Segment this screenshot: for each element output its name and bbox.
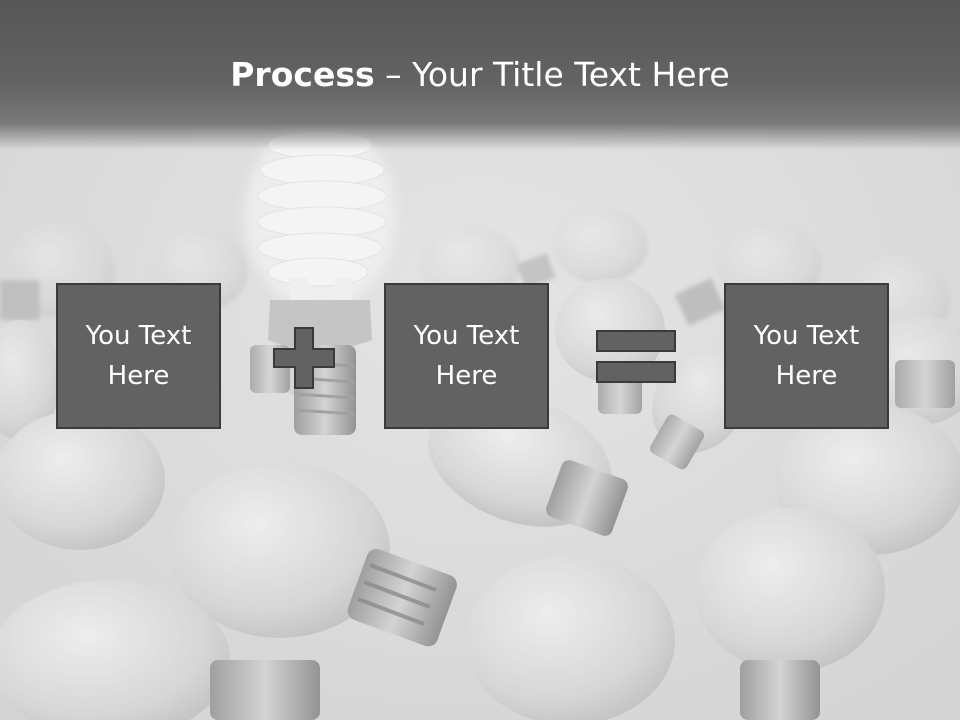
equals-icon (596, 330, 676, 383)
plus-icon (273, 327, 335, 389)
process-step-text-1: You Text Here (85, 321, 192, 391)
process-step-text-2: You Text Here (413, 321, 520, 391)
title-strong: Process (230, 55, 375, 94)
title-rest: – Your Title Text Here (374, 55, 730, 94)
process-step-box-2: You Text Here (384, 283, 549, 429)
process-step-box-1: You Text Here (56, 283, 221, 429)
title-band (0, 0, 960, 150)
process-step-text-3: You Text Here (753, 321, 860, 391)
process-step-box-3: You Text Here (724, 283, 889, 429)
slide-title: Process – Your Title Text Here (0, 52, 960, 98)
